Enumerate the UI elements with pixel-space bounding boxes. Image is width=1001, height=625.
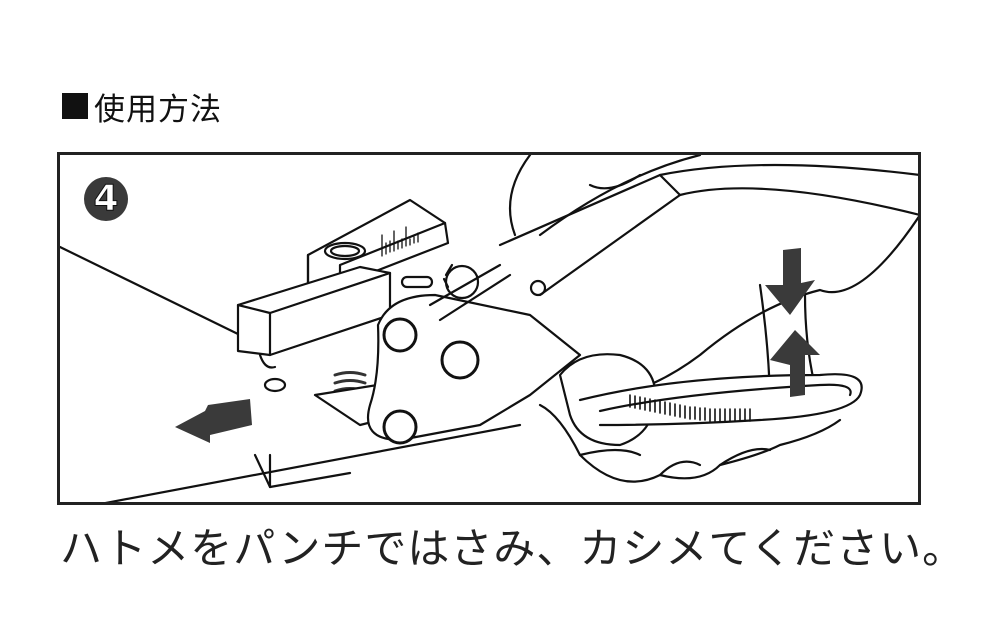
black-square-icon	[62, 93, 88, 119]
section-title: 使用方法	[94, 91, 222, 128]
step-number-badge: 4	[84, 177, 128, 221]
punch-head	[236, 198, 480, 393]
illustration-frame: 4	[57, 152, 921, 505]
push-material-arrow	[175, 399, 252, 443]
eyelet-plier-illustration	[60, 155, 918, 502]
squeeze-down-arrow	[765, 248, 815, 315]
section-heading: 使用方法	[62, 86, 222, 128]
upper-handle	[498, 155, 702, 297]
instruction-caption: ハトメをパンチではさみ、カシメてください。	[60, 524, 966, 573]
material-sheet	[60, 245, 522, 502]
plier-jaw	[366, 263, 582, 445]
squeeze-up-arrow	[770, 330, 820, 397]
step-number: 4	[93, 178, 119, 220]
